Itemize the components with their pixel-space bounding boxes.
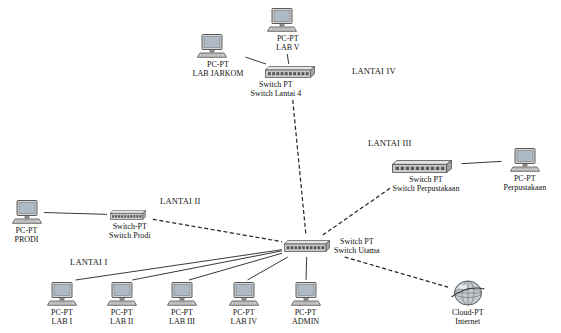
device-label: PC-PT — [504, 174, 547, 183]
device-label: Perpustakaan — [504, 183, 547, 192]
pc-icon — [197, 34, 227, 58]
device-label: Switch Lantai 4 — [251, 89, 302, 98]
pc-device: PC-PTLAB II — [105, 280, 139, 328]
device-label: PC-PT — [231, 308, 257, 317]
pc-icon — [12, 200, 42, 224]
label-group: PC-PTLAB JARKOM — [193, 60, 244, 78]
pc-device: PC-PTLAB V — [265, 6, 302, 54]
label-group: PC-PTPRODI — [15, 226, 39, 244]
device-label: ADMIN — [292, 317, 319, 326]
pc-icon — [107, 282, 137, 306]
cable-link — [462, 161, 502, 163]
device-label: LAB JARKOM — [193, 69, 244, 78]
switch-icon — [265, 66, 315, 78]
pc-device: PC-PTADMIN — [289, 280, 323, 328]
device-label: Switch PT — [334, 237, 380, 246]
device-label: PRODI — [15, 235, 39, 244]
cloud-icon — [450, 280, 486, 306]
dashed-link — [153, 219, 282, 241]
pc-icon — [291, 282, 321, 306]
label-group: Switch PTSwitch Utama — [334, 237, 380, 255]
label-group: PC-PTLAB I — [51, 308, 73, 326]
device-label: Switch-PT — [109, 222, 151, 231]
cable-link — [287, 54, 289, 64]
device-label: Switch PT — [251, 80, 302, 89]
floor-label: LANTAI IV — [352, 66, 396, 76]
device-label: Internet — [452, 317, 484, 326]
pc-device: PC-PTLAB I — [45, 280, 79, 328]
device-label: PC-PT — [292, 308, 319, 317]
label-group: Cloud-PTInternet — [452, 308, 484, 326]
device-label: LAB I — [51, 317, 73, 326]
pc-device: PC-PTLAB IV — [227, 280, 261, 328]
cable-link — [306, 257, 308, 280]
cloud-device: Cloud-PTInternet — [448, 278, 488, 328]
device-label: PC-PT — [193, 60, 244, 69]
device-label: Switch PT — [393, 175, 460, 184]
device-label: Cloud-PT — [452, 308, 484, 317]
device-label: Switch Prodi — [109, 231, 151, 240]
pc-icon — [47, 282, 77, 306]
cable-link — [248, 257, 288, 280]
label-group: PC-PTLAB II — [110, 308, 133, 326]
device-label: Switch Perpustakaan — [393, 184, 460, 193]
device-label: LAB IV — [231, 317, 257, 326]
floor-label: LANTAI II — [160, 196, 201, 206]
label-group: Switch-PTSwitch Prodi — [109, 222, 151, 240]
device-label: Switch Utama — [334, 246, 380, 255]
dashed-link — [293, 100, 306, 235]
pc-device: PC-PTLAB III — [165, 280, 199, 328]
device-label: LAB III — [169, 317, 195, 326]
device-label: PC-PT — [276, 34, 300, 43]
label-group: PC-PTLAB V — [276, 34, 300, 52]
switch-device: Switch-PTSwitch Prodi — [107, 208, 153, 242]
switch-icon — [284, 240, 330, 252]
pc-icon — [510, 148, 540, 172]
dashed-link — [345, 257, 448, 287]
pc-device: PC-PTPRODI — [10, 198, 44, 246]
label-group: PC-PTPerpustakaan — [504, 174, 547, 192]
cable-link — [246, 57, 267, 64]
device-label: LAB II — [110, 317, 133, 326]
device-label: PC-PT — [110, 308, 133, 317]
pc-icon — [267, 8, 297, 32]
device-label: LAB V — [276, 43, 300, 52]
switch-icon — [110, 210, 146, 220]
pc-icon — [229, 282, 259, 306]
label-group: PC-PTLAB III — [169, 308, 195, 326]
cable-link — [44, 213, 107, 215]
pc-device: PC-PTPerpustakaan — [502, 146, 549, 194]
pc-icon — [167, 282, 197, 306]
dashed-link — [323, 188, 390, 235]
label-group: Switch PTSwitch Perpustakaan — [393, 175, 460, 193]
label-group: Switch PTSwitch Lantai 4 — [251, 80, 302, 98]
label-group: PC-PTLAB IV — [231, 308, 257, 326]
switch-icon — [392, 160, 452, 173]
pc-device: PC-PTLAB JARKOM — [191, 32, 246, 80]
floor-label: LANTAI I — [70, 257, 108, 267]
switch-device: Switch PTSwitch Perpustakaan — [390, 158, 462, 195]
floor-label: LANTAI III — [368, 138, 412, 148]
switch-device: Switch PTSwitch Lantai 4 — [249, 64, 318, 100]
device-label: PC-PT — [51, 308, 73, 317]
label-group: PC-PTADMIN — [292, 308, 319, 326]
device-label: PC-PT — [169, 308, 195, 317]
device-label: PC-PT — [15, 226, 39, 235]
cable-link — [132, 251, 282, 280]
switch-device: Switch PTSwitch Utama — [282, 235, 382, 257]
cable-link — [189, 253, 282, 280]
